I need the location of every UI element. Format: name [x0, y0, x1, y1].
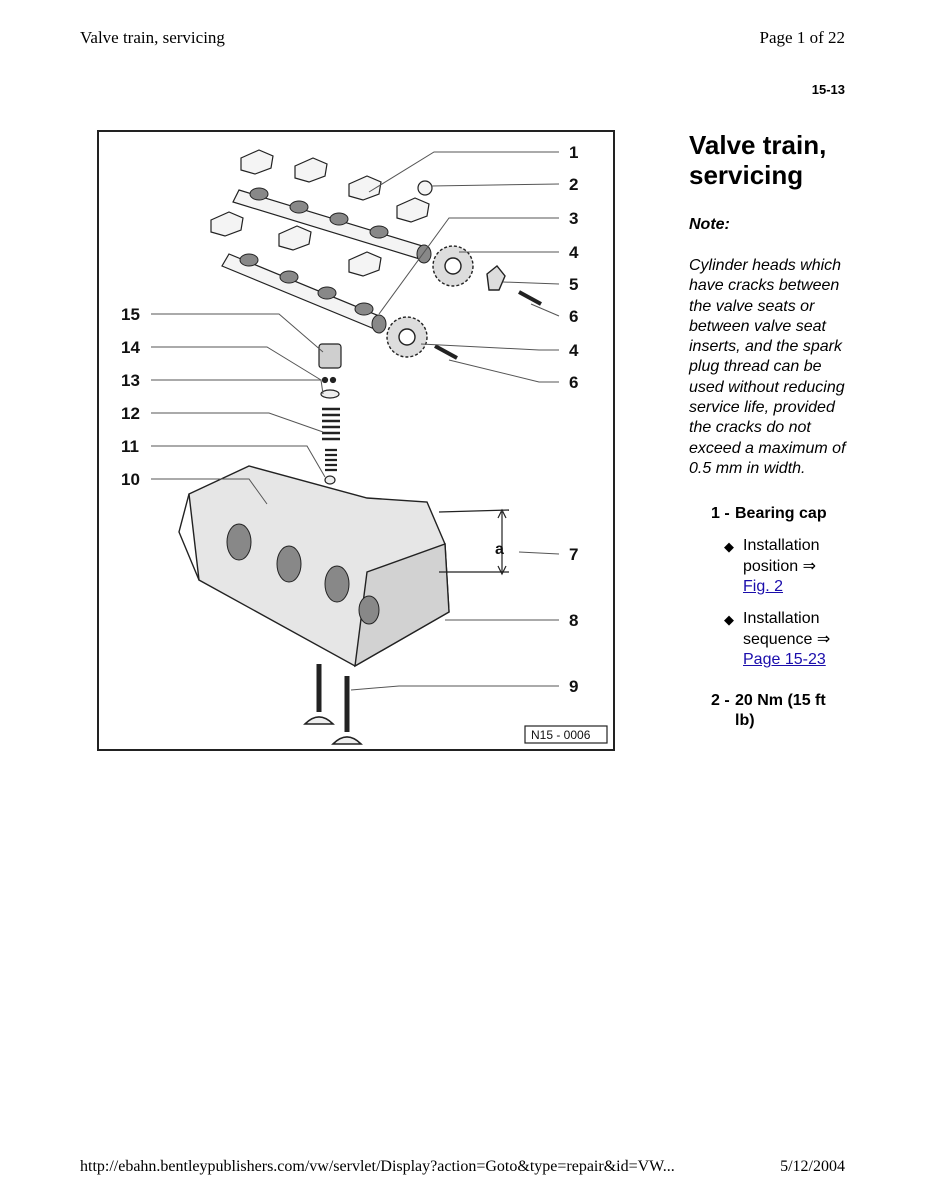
bullet-text: Installation position ⇒ [743, 537, 820, 575]
side-column: Valve train, servicing Note: Cylinder he… [689, 130, 849, 731]
fig-2-link[interactable]: Fig. 2 [743, 578, 784, 596]
bearing-cap-shape [278, 225, 312, 251]
section-code: 15-13 [811, 82, 845, 97]
callout-9: 9 [569, 677, 578, 696]
callout-4b: 4 [569, 341, 579, 360]
footer-date: 5/12/2004 [780, 1158, 845, 1175]
washer-shape [486, 265, 506, 291]
callout-5: 5 [569, 275, 578, 294]
callout-14: 14 [121, 338, 140, 357]
bearing-cap-shape [210, 211, 244, 237]
page-title: Valve train, servicing [689, 130, 827, 190]
callout-2: 2 [569, 175, 578, 194]
diamond-bullet-icon: ◆ [724, 612, 734, 628]
item-label: Bearing cap [735, 505, 827, 523]
footer-url: http://ebahn.bentleypublishers.com/vw/se… [80, 1158, 675, 1175]
item-label: 20 Nm (15 ft lb) [735, 691, 826, 729]
note-label: Note: [689, 216, 730, 233]
bearing-cap-shape [348, 251, 382, 277]
dimension-a-label: a [495, 541, 504, 558]
callout-6b: 6 [569, 373, 578, 392]
list-item: 1 - Bearing cap [711, 504, 849, 524]
callout-1: 1 [569, 143, 578, 162]
callout-12: 12 [121, 404, 140, 423]
note-text: Cylinder heads which have cracks between… [689, 257, 846, 477]
camshaft-upper-shape [232, 189, 430, 261]
callout-10: 10 [121, 470, 140, 489]
item-number: 1 - [711, 505, 730, 523]
figure-code: N15 - 0006 [531, 728, 591, 742]
bearing-cap-shape [294, 157, 328, 183]
callout-13: 13 [121, 371, 140, 390]
callout-4: 4 [569, 243, 579, 262]
callout-8: 8 [569, 611, 578, 630]
callout-11: 11 [121, 437, 139, 456]
callout-15: 15 [121, 305, 140, 324]
list-item: 2 - 20 Nm (15 ft lb) [711, 691, 849, 731]
exploded-view-figure: 1 2 3 4 5 6 4 6 7 8 9 15 14 13 12 11 10 … [97, 130, 615, 751]
diamond-bullet-icon: ◆ [724, 539, 734, 555]
page-number: Page 1 of 22 [759, 28, 845, 47]
list-bullet: ◆ Installation sequence ⇒ Page 15-23 [724, 609, 843, 670]
header-title: Valve train, servicing [80, 28, 225, 47]
bearing-cap-shape [396, 197, 430, 223]
valve-train-diagram: 1 2 3 4 5 6 4 6 7 8 9 15 14 13 12 11 10 … [121, 143, 608, 745]
bearing-cap-shape [348, 175, 382, 201]
page-15-23-link[interactable]: Page 15-23 [743, 651, 826, 669]
list-bullet: ◆ Installation position ⇒ Fig. 2 [724, 536, 843, 597]
item-number: 2 - [711, 691, 730, 709]
bearing-cap-shape [240, 149, 274, 175]
figure-code-box [524, 725, 608, 744]
bullet-text: Installation sequence ⇒ [743, 610, 831, 648]
callout-7: 7 [569, 545, 578, 564]
callout-6: 6 [569, 307, 578, 326]
tappet-shape [318, 343, 342, 369]
callout-3: 3 [569, 209, 578, 228]
nut-shape [417, 180, 433, 196]
